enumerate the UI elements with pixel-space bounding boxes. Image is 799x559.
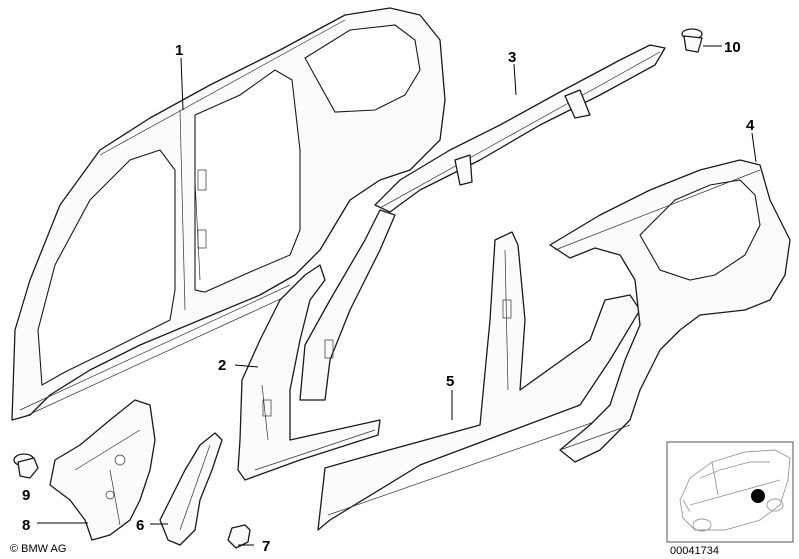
callout-1: 1 [175,42,183,59]
callout-5: 5 [446,373,454,390]
callout-6: 6 [136,517,144,534]
part-5-b-pillar-rocker [299,209,641,531]
copyright-text: © BMW AG [10,543,66,555]
callout-9: 9 [22,487,30,504]
callouts: 1 2 3 4 5 6 7 8 9 10 [22,39,755,555]
leader-lines [37,45,757,546]
part-4-rear-side-panel [549,159,791,463]
part-8-inner-panel [49,399,156,541]
image-number: 00041734 [670,545,719,557]
part-9-clip [13,453,39,479]
part-6-reinforcement [159,432,223,546]
locator-thumbnail: 00041734 [666,441,794,557]
part-1-side-frame [11,7,446,421]
callout-3: 3 [508,49,516,66]
callout-10: 10 [724,39,741,56]
callout-8: 8 [22,517,30,534]
callout-7: 7 [262,538,270,555]
part-2-a-pillar [237,264,381,481]
location-marker [751,489,765,503]
part-10-rivet [681,28,703,53]
car-locator-icon [679,449,791,532]
part-3-roof-rail [374,44,666,213]
part-7-bracket [227,524,251,549]
callout-2: 2 [218,357,226,374]
callout-4: 4 [746,117,755,134]
